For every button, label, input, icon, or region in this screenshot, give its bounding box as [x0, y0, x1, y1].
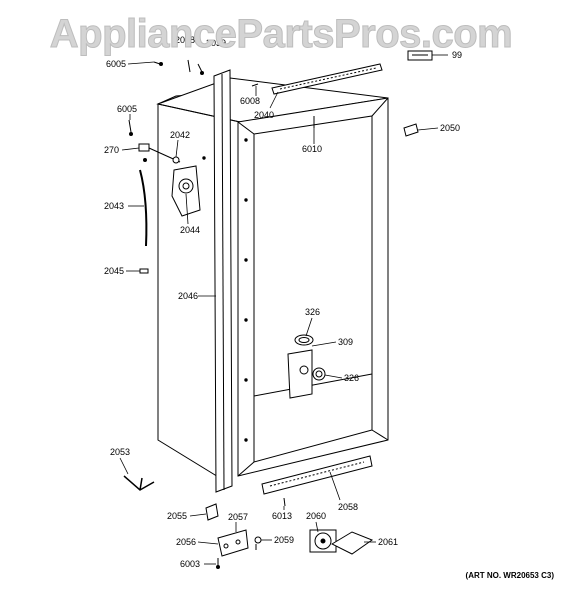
- callout-6005-top: 6005: [106, 59, 126, 69]
- callout-6003: 6003: [180, 559, 200, 569]
- callout-labels: 99 2038 2039 6005 6008 2040 6005 2042 27…: [104, 35, 462, 569]
- hinge-bracket-icon: [217, 529, 249, 557]
- tray-2061-icon: [330, 531, 374, 555]
- cabinet-frame: [237, 97, 389, 477]
- callout-2042: 2042: [170, 130, 190, 140]
- callout-2059: 2059: [274, 535, 294, 545]
- leader-lines: [119, 54, 448, 565]
- callout-2040: 2040: [254, 110, 274, 120]
- front-trim-strip: [213, 69, 248, 493]
- bolt-icon: [254, 536, 262, 550]
- screw-icon-d: [251, 83, 259, 87]
- light-housing-icon: [287, 334, 326, 399]
- bottom-grille: [261, 455, 373, 495]
- callout-309: 309: [338, 337, 353, 347]
- callout-2045: 2045: [104, 266, 124, 276]
- screw-icon-a: [153, 61, 163, 66]
- callout-326-top: 326: [305, 307, 320, 317]
- callout-2056: 2056: [176, 537, 196, 547]
- capillary-tube-icon: [139, 169, 148, 247]
- callout-6010: 6010: [302, 144, 322, 154]
- callout-2038: 2038: [175, 35, 195, 45]
- callout-6013: 6013: [272, 511, 292, 521]
- callout-326-bottom: 326: [344, 373, 359, 383]
- screw-icon-e: [216, 558, 220, 569]
- callout-6005-mid: 6005: [117, 104, 137, 114]
- callout-2057: 2057: [228, 512, 248, 522]
- callout-2053: 2053: [110, 447, 130, 457]
- fan-icon: [309, 529, 337, 553]
- top-trim-bar: [271, 63, 383, 95]
- control-bracket-icon: [171, 165, 201, 217]
- screw-icon-f: [283, 497, 286, 507]
- callout-2058: 2058: [338, 502, 358, 512]
- art-number: (ART NO. WR20653 C3): [465, 571, 554, 580]
- callout-270: 270: [104, 145, 119, 155]
- screw-icon: [187, 59, 204, 75]
- clip-icon: [139, 268, 149, 274]
- part-2050-icon: [403, 123, 419, 137]
- callout-2060: 2060: [306, 511, 326, 521]
- callout-2055: 2055: [167, 511, 187, 521]
- callout-2046: 2046: [178, 291, 198, 301]
- callout-6008: 6008: [240, 96, 260, 106]
- callout-2039: 2039: [206, 38, 226, 48]
- hinge-2055-icon: [205, 503, 219, 521]
- callout-2050: 2050: [440, 123, 460, 133]
- callout-2043: 2043: [104, 201, 124, 211]
- callout-99: 99: [452, 50, 462, 60]
- bracket-2053-icon: [123, 475, 155, 491]
- callout-2061: 2061: [378, 537, 398, 547]
- part-99-icon: [407, 50, 433, 61]
- screw-icon-b: [128, 119, 133, 136]
- callout-2044: 2044: [180, 225, 200, 235]
